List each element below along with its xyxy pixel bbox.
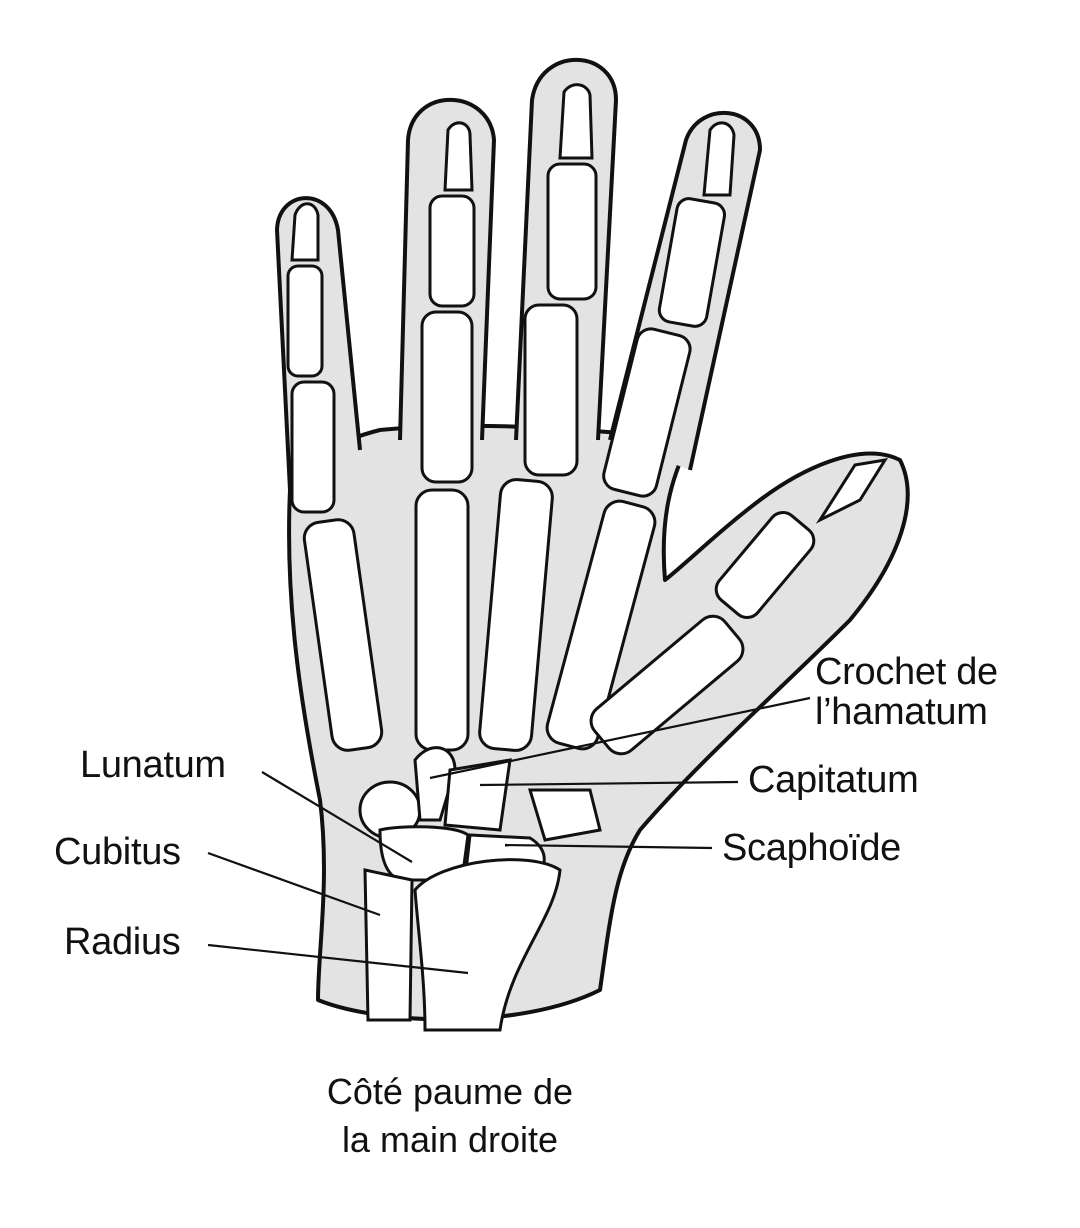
leader-lines <box>207 696 811 975</box>
caption-line1: Côté paume de <box>326 1071 574 1112</box>
label-hook-of-hamate: Crochet de l’hamatum <box>815 652 998 732</box>
label-hook-of-hamate-line1: Crochet de <box>815 651 998 693</box>
capitate <box>443 758 512 832</box>
label-scaphoid: Scaphoïde <box>722 827 902 869</box>
label-radius: Radius <box>64 921 181 963</box>
label-capitate: Capitatum <box>748 759 919 801</box>
caption-line2: la main droite <box>341 1119 559 1160</box>
forearm-bones <box>363 858 562 1032</box>
label-lunate: Lunatum <box>80 744 226 786</box>
carpals <box>358 746 602 882</box>
lunate <box>378 825 470 882</box>
trapezium <box>527 788 602 842</box>
label-hook-of-hamate-line2: l’hamatum <box>815 691 988 733</box>
phalanges <box>286 83 889 619</box>
hamate <box>413 746 457 822</box>
ulna-bone <box>363 868 414 1022</box>
radius-bone <box>413 858 562 1032</box>
figure-caption: Côté paume de la main droite <box>0 1068 900 1164</box>
metacarpals <box>302 478 745 756</box>
label-ulna: Cubitus <box>54 831 181 873</box>
